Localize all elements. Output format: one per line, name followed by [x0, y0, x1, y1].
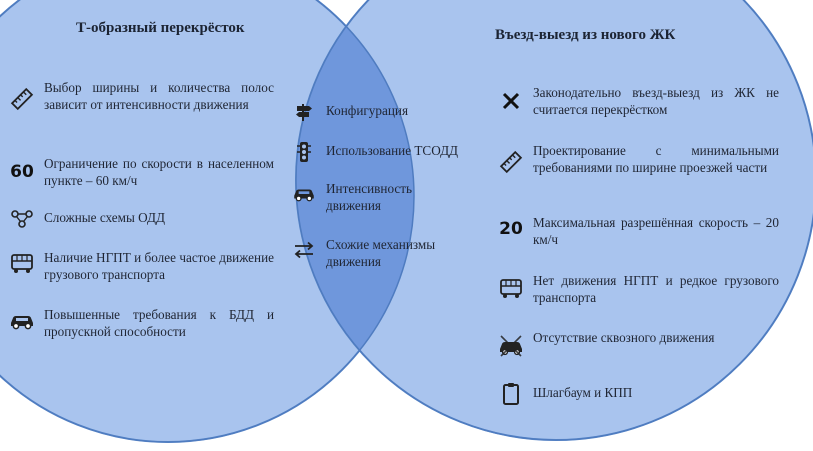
center-item-mechanisms: Схожие механизмы движения	[292, 236, 467, 270]
speed-60-icon: 60	[10, 162, 34, 182]
ruler-icon	[8, 79, 36, 119]
left-item-text: Наличие НГПТ и более частое движение гру…	[44, 250, 274, 282]
center-item-text: Интенсивность движения	[326, 181, 413, 213]
left-item-schemes: Сложные схемы ОДД	[8, 209, 274, 229]
center-item-text: Конфигурация	[326, 103, 409, 118]
speed-20-icon: 20	[499, 219, 523, 239]
right-item-no-public-transport: Нет движения НГПТ и редкое грузового тра…	[497, 272, 782, 306]
center-item-configuration: Конфигурация	[292, 102, 462, 122]
center-item-intensity: Интенсивность движения	[292, 180, 462, 214]
left-item-text: Ограничение по скорости в населенном пун…	[44, 156, 274, 188]
right-item-legal: Законодательно въезд-выезд из ЖК не счит…	[497, 84, 782, 118]
two-way-arrows-icon	[292, 236, 316, 264]
right-item-text: Отсутствие сквозного движения	[533, 330, 715, 345]
car-icon	[292, 180, 316, 208]
car-icon	[8, 306, 36, 336]
ruler-icon	[497, 142, 525, 182]
right-item-text: Шлагбаум и КПП	[533, 385, 633, 400]
left-item-text: Выбор ширины и количества полос зависит …	[44, 80, 274, 112]
right-item-barrier: Шлагбаум и КПП	[497, 381, 782, 407]
no-through-traffic-icon	[497, 329, 525, 363]
cross-icon	[497, 84, 525, 118]
center-item-text: Схожие механизмы движения	[326, 237, 436, 269]
clipboard-icon	[497, 381, 525, 407]
left-item-text: Сложные схемы ОДД	[44, 210, 165, 225]
right-item-design: Проектирование с минимальными требования…	[497, 142, 782, 182]
right-item-no-through: Отсутствие сквозного движения	[497, 329, 782, 363]
road-sign-icon	[292, 102, 316, 122]
left-item-public-transport: Наличие НГПТ и более частое движение гру…	[8, 249, 274, 283]
right-item-text: Проектирование с минимальными требования…	[533, 143, 779, 175]
bus-icon	[497, 272, 525, 306]
left-item-text: Повышенные требования к БДД и пропускной…	[44, 307, 274, 339]
left-item-lane-width: Выбор ширины и количества полос зависит …	[8, 79, 274, 119]
network-scheme-icon	[8, 209, 36, 229]
center-item-traffic-control: Использование ТСОДД	[292, 142, 477, 162]
right-item-text: Максимальная разрешённая скорость – 20 к…	[533, 215, 779, 247]
right-title: Въезд-выезд из нового ЖК	[495, 27, 676, 43]
right-item-text: Нет движения НГПТ и редкое грузового тра…	[533, 273, 779, 305]
traffic-light-icon	[292, 142, 316, 162]
left-item-safety: Повышенные требования к БДД и пропускной…	[8, 306, 274, 340]
right-item-text: Законодательно въезд-выезд из ЖК не счит…	[533, 85, 779, 117]
left-title: Т-образный перекрёсток	[76, 20, 245, 36]
left-item-speed-60: 60 Ограничение по скорости в населенном …	[8, 155, 274, 189]
right-item-speed-20: 20 Максимальная разрешённая скорость – 2…	[497, 214, 782, 248]
bus-icon	[8, 249, 36, 279]
center-item-text: Использование ТСОДД	[326, 143, 459, 158]
